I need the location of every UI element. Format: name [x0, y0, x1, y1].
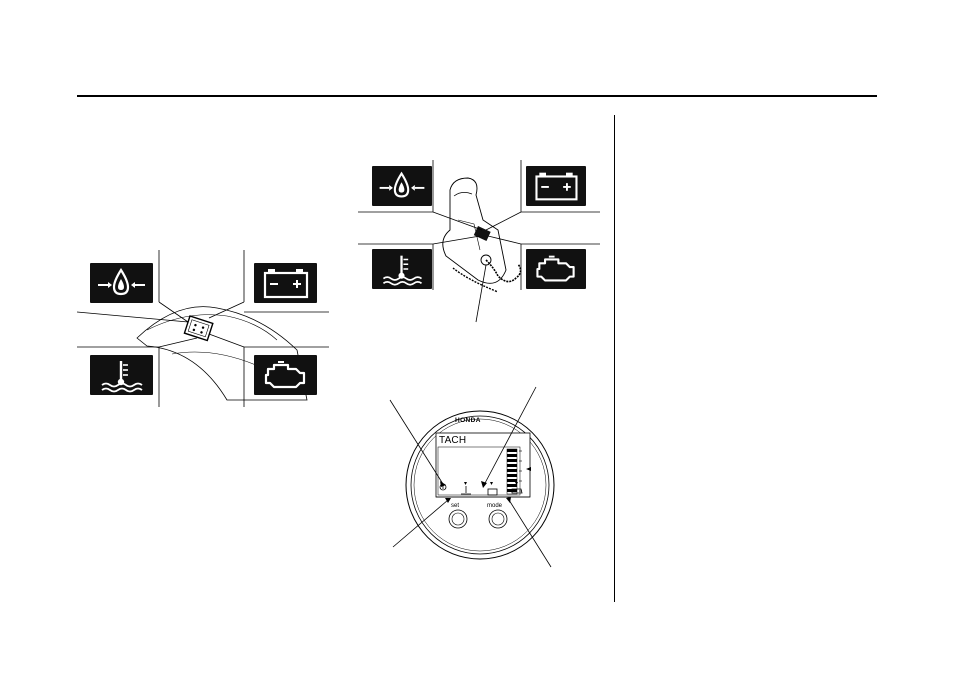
mode-button-label: mode [487, 503, 502, 509]
header-rule [77, 95, 877, 97]
set-button-label: set [451, 503, 459, 509]
gauge-display-label: TACH [439, 435, 466, 446]
battery-icon [526, 166, 586, 206]
gauge-brand: HONDA [455, 417, 481, 424]
engine-check-icon [526, 249, 586, 289]
water-temperature-icon [372, 249, 432, 289]
engine-check-icon [254, 355, 317, 395]
water-temperature-icon [90, 355, 153, 395]
column-divider [614, 115, 615, 602]
oil-pressure-icon [372, 166, 432, 206]
tachometer-gauge [388, 385, 568, 575]
oil-pressure-icon [90, 263, 153, 303]
battery-icon [254, 263, 317, 303]
